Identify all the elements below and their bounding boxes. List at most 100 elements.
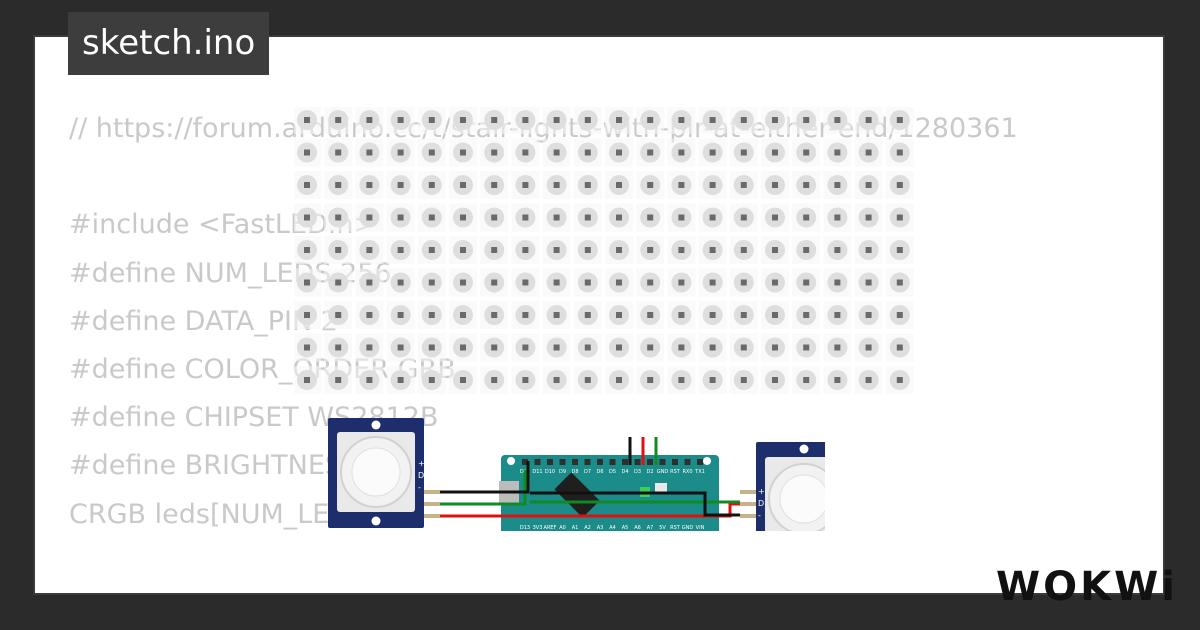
pin-label: AREF: [544, 525, 557, 531]
wire-left-gnd: [440, 461, 530, 494]
led-pixel: [449, 203, 477, 232]
led-pixel: [792, 138, 821, 167]
led-pixel: [823, 366, 852, 394]
pin-label: D11: [532, 469, 542, 475]
led-pixel: [792, 333, 821, 362]
led-pixel: [636, 138, 665, 167]
led-pixel: [417, 301, 446, 329]
led-pixel: [294, 301, 321, 329]
led-pixel: [698, 107, 727, 134]
led-pixel: [729, 203, 758, 232]
led-pixel: [605, 107, 633, 134]
led-pixel: [885, 301, 914, 329]
led-pixel: [480, 171, 509, 199]
led-pixel: [386, 366, 415, 394]
header-pin[interactable]: [609, 459, 616, 465]
pir-left-pin-plus: +: [418, 459, 425, 468]
header-pin[interactable]: [572, 459, 578, 465]
pin-label: D8: [571, 469, 578, 475]
led-pixel: [605, 366, 633, 394]
led-pixel: [355, 203, 384, 232]
led-pixel: [417, 268, 446, 297]
led-pixel: [792, 236, 821, 264]
led-pixel: [605, 236, 633, 264]
header-pin[interactable]: [622, 459, 628, 465]
led-pixel: [761, 366, 789, 394]
header-pin[interactable]: [534, 459, 541, 465]
header-pin[interactable]: [634, 459, 641, 465]
led-pixel: [386, 203, 415, 232]
pin-label: A0: [559, 525, 566, 531]
led-pixel: [667, 107, 696, 134]
led-pixel: [449, 301, 477, 329]
led-pixel: [480, 203, 509, 232]
led-pixel: [729, 236, 758, 264]
led-matrix: [294, 107, 919, 402]
led-pixel: [355, 301, 384, 329]
led-pixel: [854, 138, 883, 167]
header-pin[interactable]: [672, 459, 678, 465]
led-pixel: [698, 333, 727, 362]
led-pixel: [729, 333, 758, 362]
led-pixel: [761, 333, 789, 362]
led-pixel: [605, 171, 633, 199]
header-pin[interactable]: [522, 459, 528, 465]
led-pixel: [294, 333, 321, 362]
header-pin[interactable]: [559, 459, 566, 465]
header-pin[interactable]: [647, 459, 653, 465]
header-pin[interactable]: [547, 459, 553, 465]
led-pixel: [449, 138, 477, 167]
led-pixel: [511, 138, 540, 167]
pin-label: D13: [520, 525, 530, 531]
led-pixel: [636, 236, 665, 264]
led-pixel: [605, 203, 633, 232]
header-pin[interactable]: [597, 459, 603, 465]
led-pixel: [761, 203, 789, 232]
header-pin[interactable]: [659, 459, 666, 465]
led-pixel: [667, 203, 696, 232]
pir-sensor-right[interactable]: + D -: [740, 442, 825, 531]
led-pixel: [885, 203, 914, 232]
pin-label: 3V3: [533, 525, 543, 531]
led-pixel: [667, 171, 696, 199]
led-pixel: [792, 203, 821, 232]
led-pixel: [386, 333, 415, 362]
led-pixel: [636, 171, 665, 199]
led-pixel: [542, 171, 571, 199]
led-pixel: [729, 366, 758, 394]
led-pixel: [511, 203, 540, 232]
led-pixel: [823, 107, 852, 134]
led-pixel: [386, 236, 415, 264]
led-pixel: [294, 268, 321, 297]
led-pixel: [511, 333, 540, 362]
led-pixel: [667, 236, 696, 264]
led-pixel: [542, 333, 571, 362]
led-pixel: [823, 333, 852, 362]
header-pin[interactable]: [684, 459, 691, 465]
led-pixel: [480, 301, 509, 329]
led-pixel: [573, 333, 602, 362]
led-pixel: [386, 268, 415, 297]
led-pixel: [761, 138, 789, 167]
pin-label: D7: [584, 469, 591, 475]
pir-right-pin-d: D: [758, 499, 764, 508]
led-pixel: [854, 203, 883, 232]
pin-label: D4: [621, 469, 628, 475]
led-pixel: [449, 107, 477, 134]
pin-label: A7: [647, 525, 654, 531]
header-pin[interactable]: [584, 459, 591, 465]
led-pixel: [885, 333, 914, 362]
led-pixel: [761, 301, 789, 329]
led-pixel: [294, 138, 321, 167]
pir-sensor-left[interactable]: + D -: [328, 418, 440, 528]
led-pixel: [792, 268, 821, 297]
pin-label: RST: [670, 525, 681, 531]
pin-label: VIN: [696, 525, 705, 531]
led-pixel: [449, 366, 477, 394]
led-pixel: [573, 268, 602, 297]
led-pixel: [542, 107, 571, 134]
pin-label: D5: [609, 469, 616, 475]
pin-label: RST: [670, 469, 681, 475]
header-pin[interactable]: [697, 459, 703, 465]
pin-label: GND: [657, 469, 669, 475]
